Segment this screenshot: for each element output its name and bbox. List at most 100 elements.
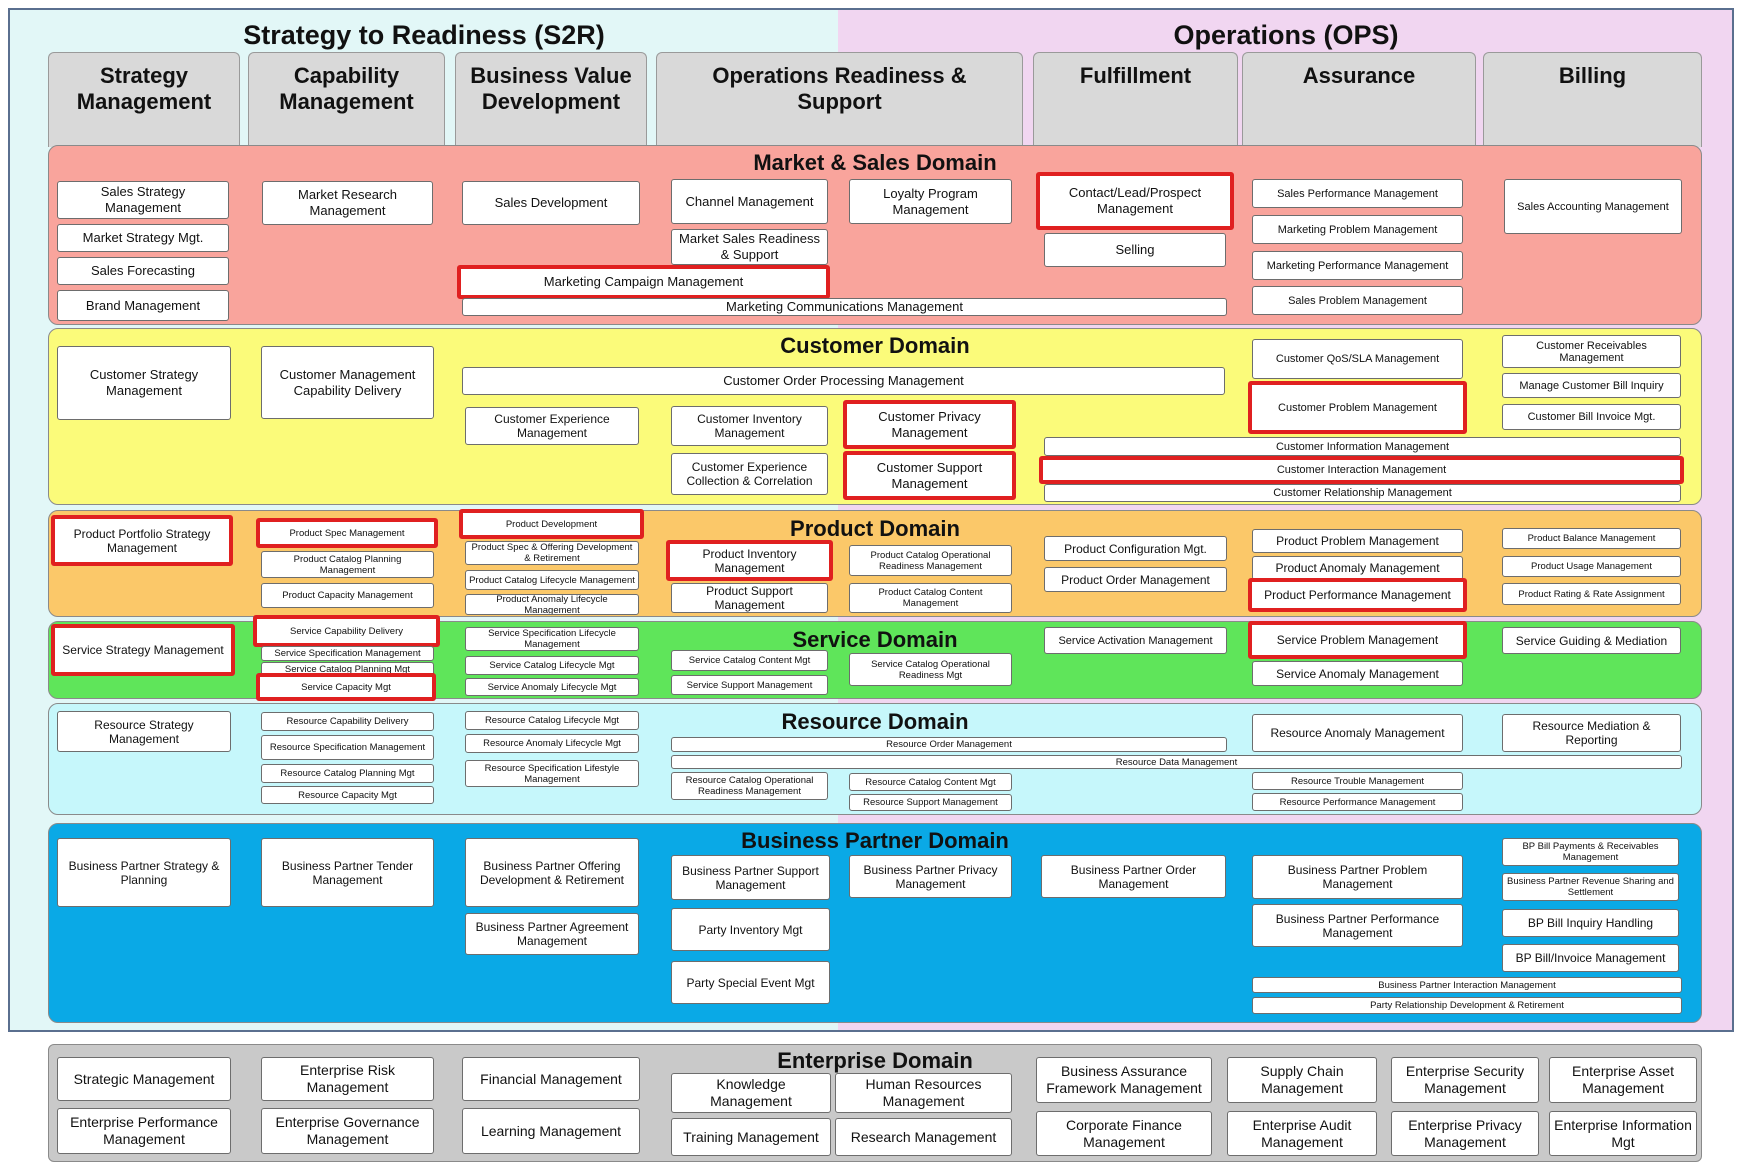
service-catalog-content-mgt[interactable]: Service Catalog Content Mgt <box>671 650 828 671</box>
business-partner-problem-management[interactable]: Business Partner Problem Management <box>1252 855 1463 899</box>
customer-management-capability-delivery[interactable]: Customer Management Capability Delivery <box>261 346 434 419</box>
resource-catalog-content-mgt[interactable]: Resource Catalog Content Mgt <box>849 773 1012 791</box>
product-problem-management[interactable]: Product Problem Management <box>1252 529 1463 553</box>
product-usage-management[interactable]: Product Usage Management <box>1502 556 1681 577</box>
product-catalog-content-management[interactable]: Product Catalog Content Management <box>849 583 1012 613</box>
resource-catalog-lifecycle-mgt[interactable]: Resource Catalog Lifecycle Mgt <box>465 711 639 730</box>
business-partner-tender-management[interactable]: Business Partner Tender Management <box>261 838 434 907</box>
marketing-problem-management[interactable]: Marketing Problem Management <box>1252 215 1463 244</box>
enterprise-risk-management[interactable]: Enterprise Risk Management <box>261 1057 434 1101</box>
service-support-management[interactable]: Service Support Management <box>671 675 828 695</box>
enterprise-information-mgt[interactable]: Enterprise Information Mgt <box>1549 1111 1697 1156</box>
enterprise-privacy-management[interactable]: Enterprise Privacy Management <box>1391 1111 1539 1156</box>
business-partner-privacy-management[interactable]: Business Partner Privacy Management <box>849 855 1012 898</box>
product-performance-management[interactable]: Product Performance Management <box>1248 578 1467 612</box>
marketing-communications-management[interactable]: Marketing Communications Management <box>462 298 1227 316</box>
resource-catalog-planning-mgt[interactable]: Resource Catalog Planning Mgt <box>261 764 434 783</box>
customer-information-management[interactable]: Customer Information Management <box>1044 437 1681 456</box>
brand-management[interactable]: Brand Management <box>57 290 229 321</box>
product-portfolio-strategy-management[interactable]: Product Portfolio Strategy Management <box>51 515 233 566</box>
product-rating-rate-assignment[interactable]: Product Rating & Rate Assignment <box>1502 583 1681 605</box>
product-spec-management[interactable]: Product Spec Management <box>256 518 438 548</box>
service-activation-management[interactable]: Service Activation Management <box>1044 627 1227 654</box>
market-sales-readiness-support[interactable]: Market Sales Readiness & Support <box>671 229 828 265</box>
business-partner-strategy-planning[interactable]: Business Partner Strategy & Planning <box>57 838 231 907</box>
sales-forecasting[interactable]: Sales Forecasting <box>57 257 229 285</box>
sales-performance-management[interactable]: Sales Performance Management <box>1252 179 1463 208</box>
marketing-campaign-management[interactable]: Marketing Campaign Management <box>457 265 830 299</box>
resource-strategy-management[interactable]: Resource Strategy Management <box>57 711 231 752</box>
service-specification-lifecycle-management[interactable]: Service Specification Lifecycle Manageme… <box>465 627 639 651</box>
sales-problem-management[interactable]: Sales Problem Management <box>1252 286 1463 315</box>
sales-development[interactable]: Sales Development <box>462 181 640 225</box>
enterprise-asset-management[interactable]: Enterprise Asset Management <box>1549 1057 1697 1103</box>
marketing-performance-management[interactable]: Marketing Performance Management <box>1252 251 1463 280</box>
business-partner-offering-development-retirement[interactable]: Business Partner Offering Development & … <box>465 838 639 907</box>
strategic-management[interactable]: Strategic Management <box>57 1057 231 1101</box>
resource-capacity-mgt[interactable]: Resource Capacity Mgt <box>261 786 434 804</box>
sales-accounting-management[interactable]: Sales Accounting Management <box>1504 179 1682 234</box>
bp-bill-inquiry-handling[interactable]: BP Bill Inquiry Handling <box>1502 909 1679 937</box>
customer-inventory-management[interactable]: Customer Inventory Management <box>671 406 828 446</box>
customer-strategy-management[interactable]: Customer Strategy Management <box>57 346 231 420</box>
business-partner-interaction-management[interactable]: Business Partner Interaction Management <box>1252 977 1682 993</box>
service-strategy-management[interactable]: Service Strategy Management <box>51 624 235 676</box>
bp-revenue-sharing-settlement[interactable]: Business Partner Revenue Sharing and Set… <box>1502 873 1679 901</box>
product-catalog-planning-management[interactable]: Product Catalog Planning Management <box>261 551 434 578</box>
service-capacity-mgt[interactable]: Service Capacity Mgt <box>256 673 436 701</box>
resource-capability-delivery[interactable]: Resource Capability Delivery <box>261 712 434 731</box>
customer-interaction-management[interactable]: Customer Interaction Management <box>1039 456 1684 484</box>
product-balance-management[interactable]: Product Balance Management <box>1502 528 1681 549</box>
sales-strategy-management[interactable]: Sales Strategy Management <box>57 181 229 219</box>
product-inventory-management[interactable]: Product Inventory Management <box>666 540 833 581</box>
resource-specification-lifestyle-management[interactable]: Resource Specification Lifestyle Managem… <box>465 760 639 787</box>
resource-support-management[interactable]: Resource Support Management <box>849 794 1012 811</box>
product-support-management[interactable]: Product Support Management <box>671 583 828 613</box>
enterprise-security-management[interactable]: Enterprise Security Management <box>1391 1057 1539 1103</box>
supply-chain-management[interactable]: Supply Chain Management <box>1227 1057 1377 1103</box>
bp-bill-invoice-management[interactable]: BP Bill/Invoice Management <box>1502 944 1679 972</box>
market-research-management[interactable]: Market Research Management <box>262 181 433 225</box>
resource-mediation-reporting[interactable]: Resource Mediation & Reporting <box>1502 714 1681 752</box>
customer-receivables-management[interactable]: Customer Receivables Management <box>1502 335 1681 368</box>
customer-experience-management[interactable]: Customer Experience Management <box>465 407 639 445</box>
service-specification-management[interactable]: Service Specification Management <box>261 646 434 661</box>
financial-management[interactable]: Financial Management <box>462 1057 640 1101</box>
service-anomaly-lifecycle-mgt[interactable]: Service Anomaly Lifecycle Mgt <box>465 678 639 696</box>
training-management[interactable]: Training Management <box>671 1118 831 1156</box>
resource-anomaly-lifecycle-mgt[interactable]: Resource Anomaly Lifecycle Mgt <box>465 734 639 753</box>
market-strategy-mgt[interactable]: Market Strategy Mgt. <box>57 224 229 252</box>
product-anomaly-lifecycle-management[interactable]: Product Anomaly Lifecycle Management <box>465 594 639 615</box>
bp-bill-payments-receivables-management[interactable]: BP Bill Payments & Receivables Managemen… <box>1502 838 1679 866</box>
contact-lead-prospect-management[interactable]: Contact/Lead/Prospect Management <box>1036 172 1234 230</box>
product-catalog-operational-readiness-management[interactable]: Product Catalog Operational Readiness Ma… <box>849 545 1012 576</box>
customer-support-management[interactable]: Customer Support Management <box>843 451 1016 500</box>
product-order-management[interactable]: Product Order Management <box>1044 567 1227 592</box>
customer-privacy-management[interactable]: Customer Privacy Management <box>843 400 1016 449</box>
product-anomaly-management[interactable]: Product Anomaly Management <box>1252 556 1463 580</box>
resource-catalog-operational-readiness-management[interactable]: Resource Catalog Operational Readiness M… <box>671 772 828 800</box>
product-catalog-lifecycle-management[interactable]: Product Catalog Lifecycle Management <box>465 570 639 590</box>
business-assurance-framework-management[interactable]: Business Assurance Framework Management <box>1036 1057 1212 1103</box>
resource-order-management[interactable]: Resource Order Management <box>671 737 1227 752</box>
product-spec-offering-development-retirement[interactable]: Product Spec & Offering Development & Re… <box>465 541 639 565</box>
resource-data-management[interactable]: Resource Data Management <box>671 755 1682 769</box>
loyalty-program-management[interactable]: Loyalty Program Management <box>849 179 1012 224</box>
enterprise-performance-management[interactable]: Enterprise Performance Management <box>57 1108 231 1154</box>
customer-relationship-management[interactable]: Customer Relationship Management <box>1044 484 1681 502</box>
business-partner-support-management[interactable]: Business Partner Support Management <box>671 855 830 900</box>
corporate-finance-management[interactable]: Corporate Finance Management <box>1036 1111 1212 1156</box>
party-special-event-mgt[interactable]: Party Special Event Mgt <box>671 961 830 1004</box>
customer-experience-collection-correlation[interactable]: Customer Experience Collection & Correla… <box>671 453 828 495</box>
service-problem-management[interactable]: Service Problem Management <box>1248 621 1467 659</box>
customer-bill-invoice-mgt[interactable]: Customer Bill Invoice Mgt. <box>1502 404 1681 430</box>
business-partner-performance-management[interactable]: Business Partner Performance Management <box>1252 904 1463 947</box>
customer-order-processing-management[interactable]: Customer Order Processing Management <box>462 367 1225 395</box>
service-capability-delivery[interactable]: Service Capability Delivery <box>253 615 440 647</box>
service-guiding-mediation[interactable]: Service Guiding & Mediation <box>1502 627 1681 654</box>
product-configuration-mgt[interactable]: Product Configuration Mgt. <box>1044 536 1227 561</box>
enterprise-audit-management[interactable]: Enterprise Audit Management <box>1227 1111 1377 1156</box>
service-catalog-lifecycle-mgt[interactable]: Service Catalog Lifecycle Mgt <box>465 656 639 675</box>
knowledge-management[interactable]: Knowledge Management <box>671 1073 831 1113</box>
enterprise-governance-management[interactable]: Enterprise Governance Management <box>261 1108 434 1154</box>
